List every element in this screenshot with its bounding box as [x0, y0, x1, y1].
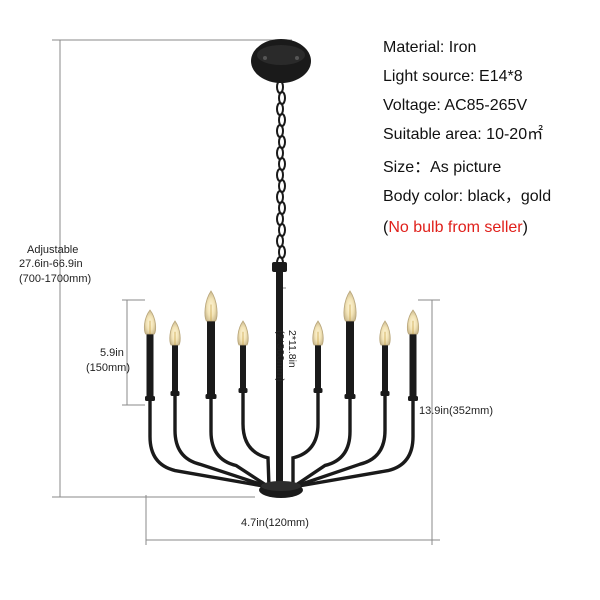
candle-cup	[145, 396, 155, 401]
candle-sleeve	[346, 321, 354, 398]
dimension-lines	[52, 39, 440, 545]
spec-bulb-note: (No bulb from seller)	[383, 218, 528, 238]
candle-sleeve	[382, 345, 388, 395]
candle-sleeve	[409, 334, 417, 400]
candle-height-mm: (150mm)	[86, 362, 131, 374]
ceiling-canopy	[251, 39, 311, 83]
spec-body-color: Body color: black，gold	[383, 188, 552, 205]
total-height: 13.9in(352mm)	[419, 405, 493, 417]
base-width: 4.7in(120mm)	[241, 517, 309, 529]
candle-sleeve	[315, 345, 321, 392]
spec-light-source: Light source: E14*8	[383, 68, 523, 85]
candle-height-in: 5.9in	[100, 347, 124, 359]
candle-sleeve	[146, 334, 154, 400]
candle-cup	[170, 391, 180, 396]
chandelier-arm	[209, 396, 271, 489]
base-hub	[259, 481, 303, 498]
bulb-note-open: (	[383, 219, 389, 236]
adjustable-mm: (700-1700mm)	[19, 273, 92, 285]
candle-sleeve	[207, 321, 215, 398]
candle-cup	[408, 396, 418, 401]
bulb-note-close: )	[522, 219, 528, 236]
chandelier-arm	[241, 390, 271, 489]
adjustable-in: 27.6in-66.9in	[19, 258, 83, 270]
spec-suitable-area: Suitable area: 10-20㎡	[383, 126, 544, 143]
rod-length-mm: (2*300mm)	[274, 330, 286, 382]
spec-voltage: Voltage: AC85-265V	[383, 97, 528, 114]
candle-sleeve	[240, 345, 246, 392]
center-rod	[276, 270, 283, 488]
candle-cup	[238, 388, 248, 393]
chandelier-arms	[148, 390, 415, 489]
adjustable-title: Adjustable	[27, 244, 79, 256]
candle-cup	[380, 391, 390, 396]
candle-cup	[313, 388, 323, 393]
chandelier-arm	[173, 393, 271, 489]
rod-length-in: 2*11.8in	[286, 330, 298, 368]
candle-cup	[344, 394, 356, 399]
chandelier-arm	[291, 398, 415, 489]
candle-sleeves	[143, 290, 420, 401]
candle-sleeve	[172, 345, 178, 395]
candle-cup	[205, 394, 217, 399]
hanging-chain	[276, 80, 286, 270]
chandelier-arm	[148, 398, 271, 489]
chandelier-arm	[291, 393, 387, 489]
chandelier-arm	[291, 390, 320, 489]
bulb-note-text: No bulb from seller	[388, 219, 523, 236]
chandelier-arm	[291, 396, 352, 489]
spec-size: Size：As picture	[383, 159, 502, 176]
spec-material: Material: Iron	[383, 39, 477, 56]
